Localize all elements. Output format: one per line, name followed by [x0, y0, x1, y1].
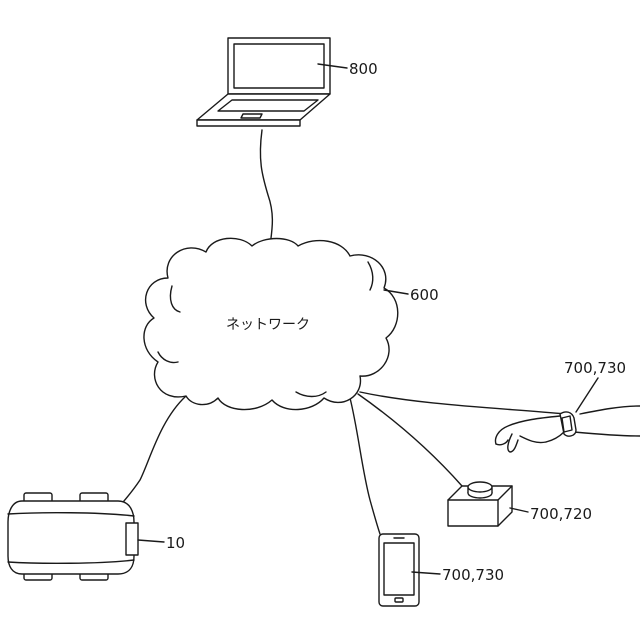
smartphone-icon [379, 534, 419, 606]
ref-label-button: 700,720 [530, 505, 592, 523]
leader-robot [138, 540, 164, 542]
laptop-icon [197, 38, 330, 126]
ref-label-network: 600 [410, 286, 439, 304]
link-network-phone [350, 398, 380, 534]
robot-cleaner-icon [8, 493, 138, 580]
link-laptop-network [260, 130, 272, 246]
link-network-button [358, 394, 462, 486]
push-button-device-icon [448, 482, 512, 526]
ref-label-wearable: 700,730 [564, 359, 626, 377]
leader-wearable [576, 378, 598, 412]
network-label: ネットワーク [226, 317, 310, 333]
ref-label-robot: 10 [166, 534, 185, 552]
ref-label-laptop: 800 [349, 60, 378, 78]
ref-label-phone: 700,730 [442, 566, 504, 584]
wristwatch-hand-icon [496, 406, 640, 452]
link-network-wearable [360, 392, 566, 414]
link-network-robot [118, 396, 186, 508]
